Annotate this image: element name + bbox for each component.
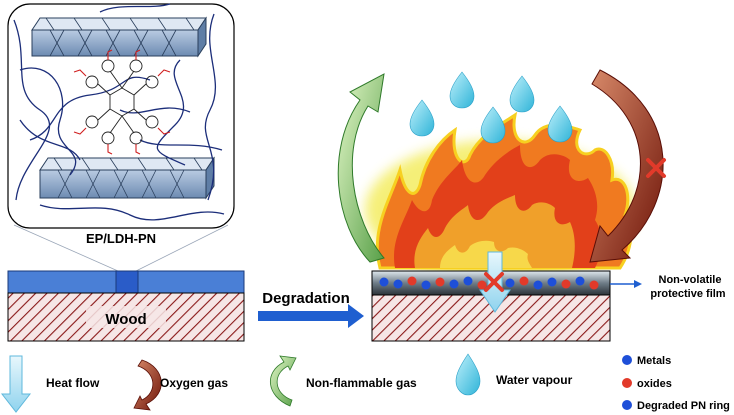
legend-water-vapour-label: Water vapour xyxy=(496,373,573,387)
zoom-lines xyxy=(13,224,229,272)
legend-non-flammable-gas-label: Non-flammable gas xyxy=(306,376,417,390)
legend-oxygen-gas-label: Oxygen gas xyxy=(160,376,228,390)
structure-inset: EP/LDH-PN xyxy=(7,3,235,246)
heat-flow-icon xyxy=(0,355,32,413)
legend-particles: Metals oxides Degraded PN ring xyxy=(622,355,730,412)
degraded-pn-ring-dot-icon xyxy=(622,400,632,410)
blocked-oxygen-x-icon xyxy=(646,158,666,178)
burning-scene: Non-volatile protective film xyxy=(337,69,726,342)
blocked-heat-x-icon xyxy=(484,272,504,292)
film-label-line1: Non-volatile xyxy=(659,274,722,286)
wood-label: Wood xyxy=(105,311,146,328)
water-droplet xyxy=(547,105,573,143)
legend-non-flammable-gas: Non-flammable gas xyxy=(269,355,417,407)
water-droplet xyxy=(509,75,535,113)
film-label-line2: protective film xyxy=(650,288,725,300)
coating-zoom-region xyxy=(115,270,139,294)
ldh-layer-bottom xyxy=(39,156,215,200)
film-particles xyxy=(379,276,599,290)
degradation-label: Degradation xyxy=(262,290,350,307)
inset-label: EP/LDH-PN xyxy=(86,231,156,246)
water-drop-icon xyxy=(455,353,481,396)
ldh-layer-top xyxy=(31,16,207,58)
legend: Heat flow Oxygen gas Non-flammable gas W… xyxy=(0,353,730,413)
legend-oxygen-gas: Oxygen gas xyxy=(133,359,228,411)
degradation-arrow-shape xyxy=(258,304,364,328)
legend-heat-flow-label: Heat flow xyxy=(46,376,100,390)
non-flammable-gas-arrow xyxy=(337,73,385,263)
legend-degraded-pn-ring-label: Degraded PN ring xyxy=(637,400,730,412)
water-droplet xyxy=(449,71,475,109)
legend-heat-flow: Heat flow xyxy=(0,355,100,413)
legend-oxides-label: oxides xyxy=(637,378,672,390)
oxides-dot-icon xyxy=(622,378,632,388)
flames xyxy=(365,111,635,280)
water-droplets xyxy=(409,71,573,144)
polymer-chains xyxy=(13,3,225,221)
non-flammable-gas-icon xyxy=(269,355,297,407)
metals-dot-icon xyxy=(622,355,632,365)
water-droplet xyxy=(480,106,506,144)
pn-molecule xyxy=(73,49,171,155)
oxygen-gas-arrow xyxy=(589,69,664,263)
oxygen-gas-icon xyxy=(133,359,162,411)
degradation-arrow: Degradation xyxy=(258,290,364,328)
legend-metals-label: Metals xyxy=(637,355,671,367)
legend-water-vapour: Water vapour xyxy=(455,353,573,396)
coated-wood-left: Wood xyxy=(7,270,245,342)
water-droplet xyxy=(409,99,435,137)
